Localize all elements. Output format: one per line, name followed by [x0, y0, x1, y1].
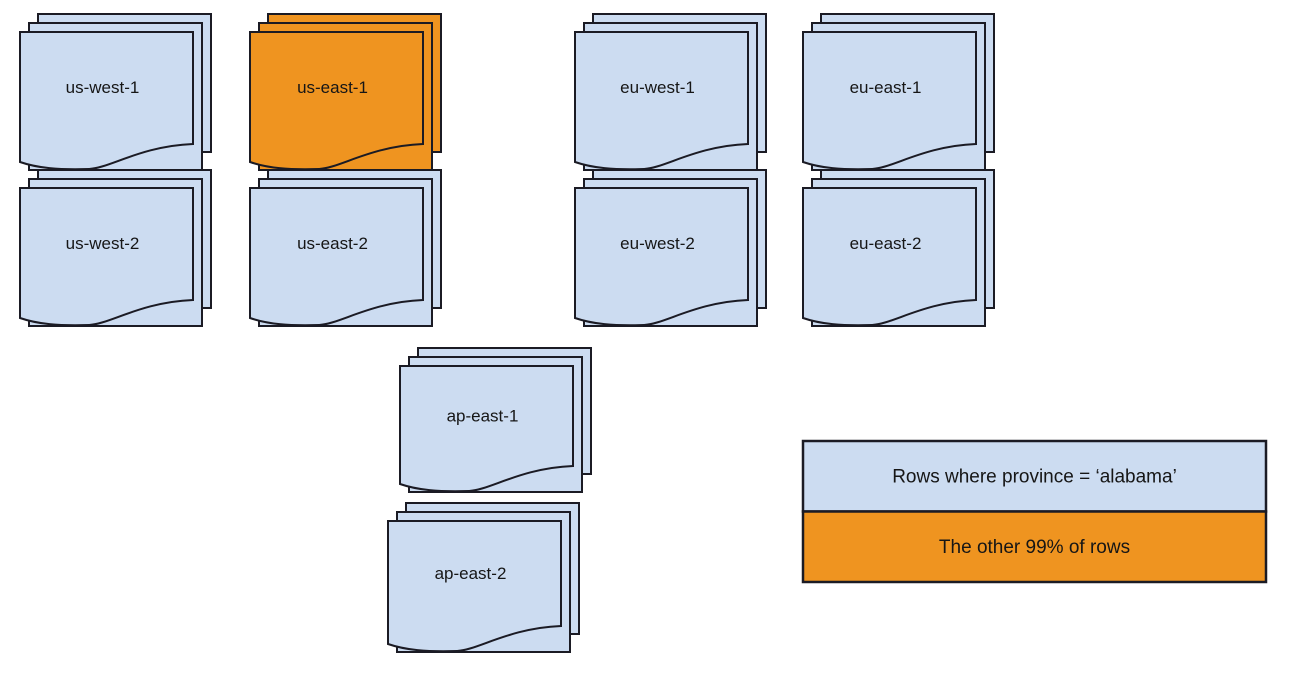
stack-front-sheet: [249, 187, 424, 327]
stack-front-sheet: [802, 187, 977, 327]
document-stack-eu-west-1[interactable]: eu-west-1: [574, 13, 767, 171]
legend-swatch-blue: [801, 439, 1268, 513]
legend-row-orange: The other 99% of rows: [801, 510, 1268, 584]
document-stack-us-west-2[interactable]: us-west-2: [19, 169, 212, 327]
stack-front-sheet: [387, 520, 562, 653]
stack-front-sheet: [802, 31, 977, 171]
document-stack-ap-east-1[interactable]: ap-east-1: [399, 347, 592, 493]
document-stack-us-west-1[interactable]: us-west-1: [19, 13, 212, 171]
stack-front-sheet: [574, 187, 749, 327]
stack-front-sheet: [19, 31, 194, 171]
legend-group: Rows where province = ‘alabama’ The other…: [801, 439, 1268, 584]
stack-front-sheet: [19, 187, 194, 327]
stack-label-eu-west-2: eu-west-2: [620, 234, 695, 253]
document-stack-us-east-2[interactable]: us-east-2: [249, 169, 442, 327]
stack-label-ap-east-2: ap-east-2: [435, 564, 507, 583]
legend-row-blue: Rows where province = ‘alabama’: [801, 439, 1268, 513]
stack-label-us-east-2: us-east-2: [297, 234, 368, 253]
stack-label-eu-west-1: eu-west-1: [620, 78, 695, 97]
document-stacks-group: us-west-1 us-east-1 eu-west-1 eu-east-1 us-w…: [19, 13, 995, 653]
document-stack-eu-east-1[interactable]: eu-east-1: [802, 13, 995, 171]
stack-label-us-east-1: us-east-1: [297, 78, 368, 97]
stack-front-sheet: [399, 365, 574, 493]
legend-label-blue: Rows where province = ‘alabama’: [892, 466, 1177, 487]
legend-swatch-orange: [801, 510, 1268, 584]
document-stack-us-east-1[interactable]: us-east-1: [249, 13, 442, 171]
stack-label-eu-east-1: eu-east-1: [850, 78, 922, 97]
document-stack-eu-west-2[interactable]: eu-west-2: [574, 169, 767, 327]
stack-label-us-west-1: us-west-1: [66, 78, 140, 97]
stack-label-us-west-2: us-west-2: [66, 234, 140, 253]
stack-label-eu-east-2: eu-east-2: [850, 234, 922, 253]
document-stack-ap-east-2[interactable]: ap-east-2: [387, 502, 580, 653]
document-stack-eu-east-2[interactable]: eu-east-2: [802, 169, 995, 327]
stack-front-sheet: [574, 31, 749, 171]
legend-label-orange: The other 99% of rows: [939, 537, 1130, 558]
stack-front-sheet: [249, 31, 424, 171]
stack-label-ap-east-1: ap-east-1: [447, 407, 519, 426]
